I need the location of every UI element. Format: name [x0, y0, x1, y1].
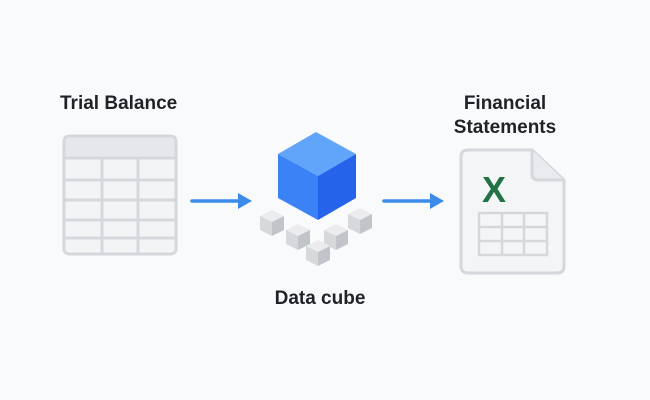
trial-balance-label: Trial Balance [60, 93, 178, 114]
spreadsheet-table-icon [62, 134, 178, 256]
arrow-right-icon [190, 193, 252, 209]
blue-cube [278, 132, 356, 220]
data-cube-icon [260, 132, 372, 266]
data-cube-label: Data cube [274, 288, 366, 309]
financial-statements-label: Financial Statements [430, 92, 580, 140]
excel-grid [477, 211, 549, 257]
excel-file-icon: X [459, 148, 566, 275]
excel-x-glyph: X [482, 169, 506, 210]
financial-statements-line1: Financial [463, 93, 547, 114]
financial-statements-line2: Statements [453, 117, 557, 138]
arrow-right-icon [382, 193, 444, 209]
